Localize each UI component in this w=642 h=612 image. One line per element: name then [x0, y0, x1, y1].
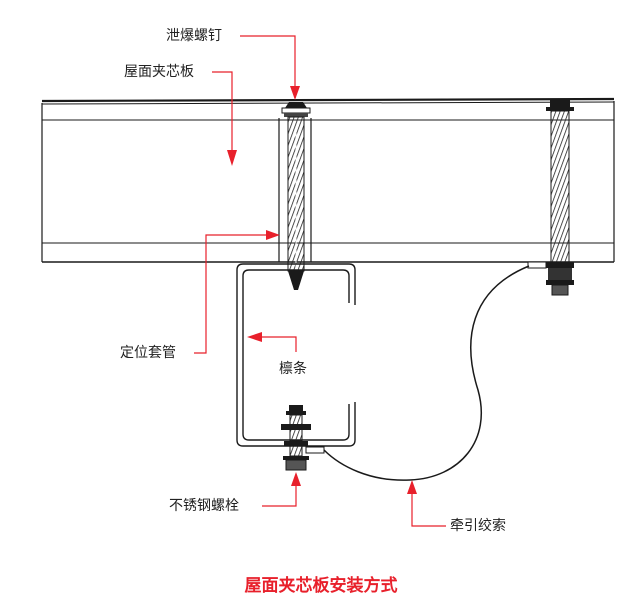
label-stainless-bolt: 不锈钢螺栓	[169, 498, 239, 514]
arrow-purlin	[247, 332, 262, 342]
label-purlin: 檩条	[279, 361, 307, 377]
leader-explosion-screw	[240, 35, 296, 98]
purlin	[236, 263, 356, 447]
label-explosion-screw: 泄爆螺钉	[166, 28, 222, 44]
label-traction-cable: 牵引绞索	[450, 518, 506, 534]
label-positioning-sleeve: 定位套管	[120, 345, 176, 361]
caption: 屋面夹芯板安装方式	[244, 576, 398, 596]
explosion-screw	[281, 102, 311, 290]
leader-positioning-sleeve	[194, 234, 275, 354]
roof-panel	[41, 97, 615, 263]
arrow-positioning-sleeve	[266, 230, 280, 240]
leader-purlin	[252, 336, 297, 352]
arrow-traction-cable	[407, 480, 417, 494]
traction-cable	[323, 265, 530, 481]
positioning-sleeve	[278, 118, 312, 262]
leader-traction-cable	[411, 486, 446, 527]
label-sandwich-panel: 屋面夹芯板	[124, 64, 194, 80]
arrow-stainless-bolt	[291, 472, 301, 486]
arrow-explosion-screw	[290, 86, 300, 100]
long-bolt	[527, 99, 574, 296]
leader-stainless-bolt	[262, 477, 297, 507]
leader-sandwich-panel	[212, 71, 233, 160]
stainless-bolt	[281, 405, 325, 471]
arrow-sandwich-panel	[227, 150, 237, 166]
